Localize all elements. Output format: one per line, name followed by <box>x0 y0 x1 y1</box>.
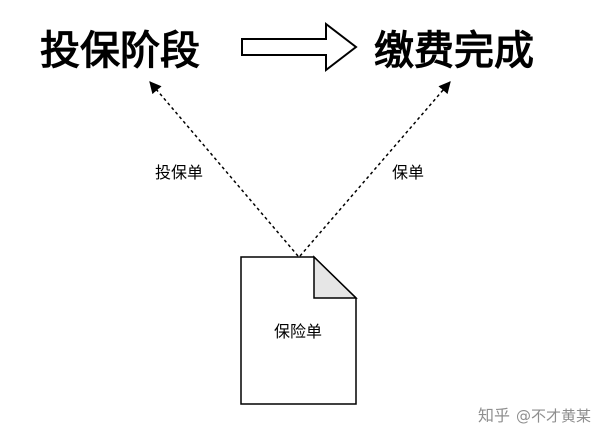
watermark-brand: 知乎 <box>477 406 510 425</box>
document-label: 保险单 <box>274 322 322 341</box>
watermark-handle: @不才黄某 <box>515 407 591 425</box>
stage-start-title: 投保阶段 <box>40 28 200 74</box>
watermark: 知乎 @不才黄某 <box>478 402 591 426</box>
stage-end-title: 缴费完成 <box>374 28 534 74</box>
stage-flow-arrow <box>241 21 358 73</box>
edge-left-label: 投保单 <box>155 163 203 182</box>
document-fold-corner <box>313 255 358 299</box>
edge-right-label: 保单 <box>392 163 424 182</box>
dashed-arrow-to-start <box>149 81 299 257</box>
dashed-arrow-to-end <box>299 81 451 257</box>
